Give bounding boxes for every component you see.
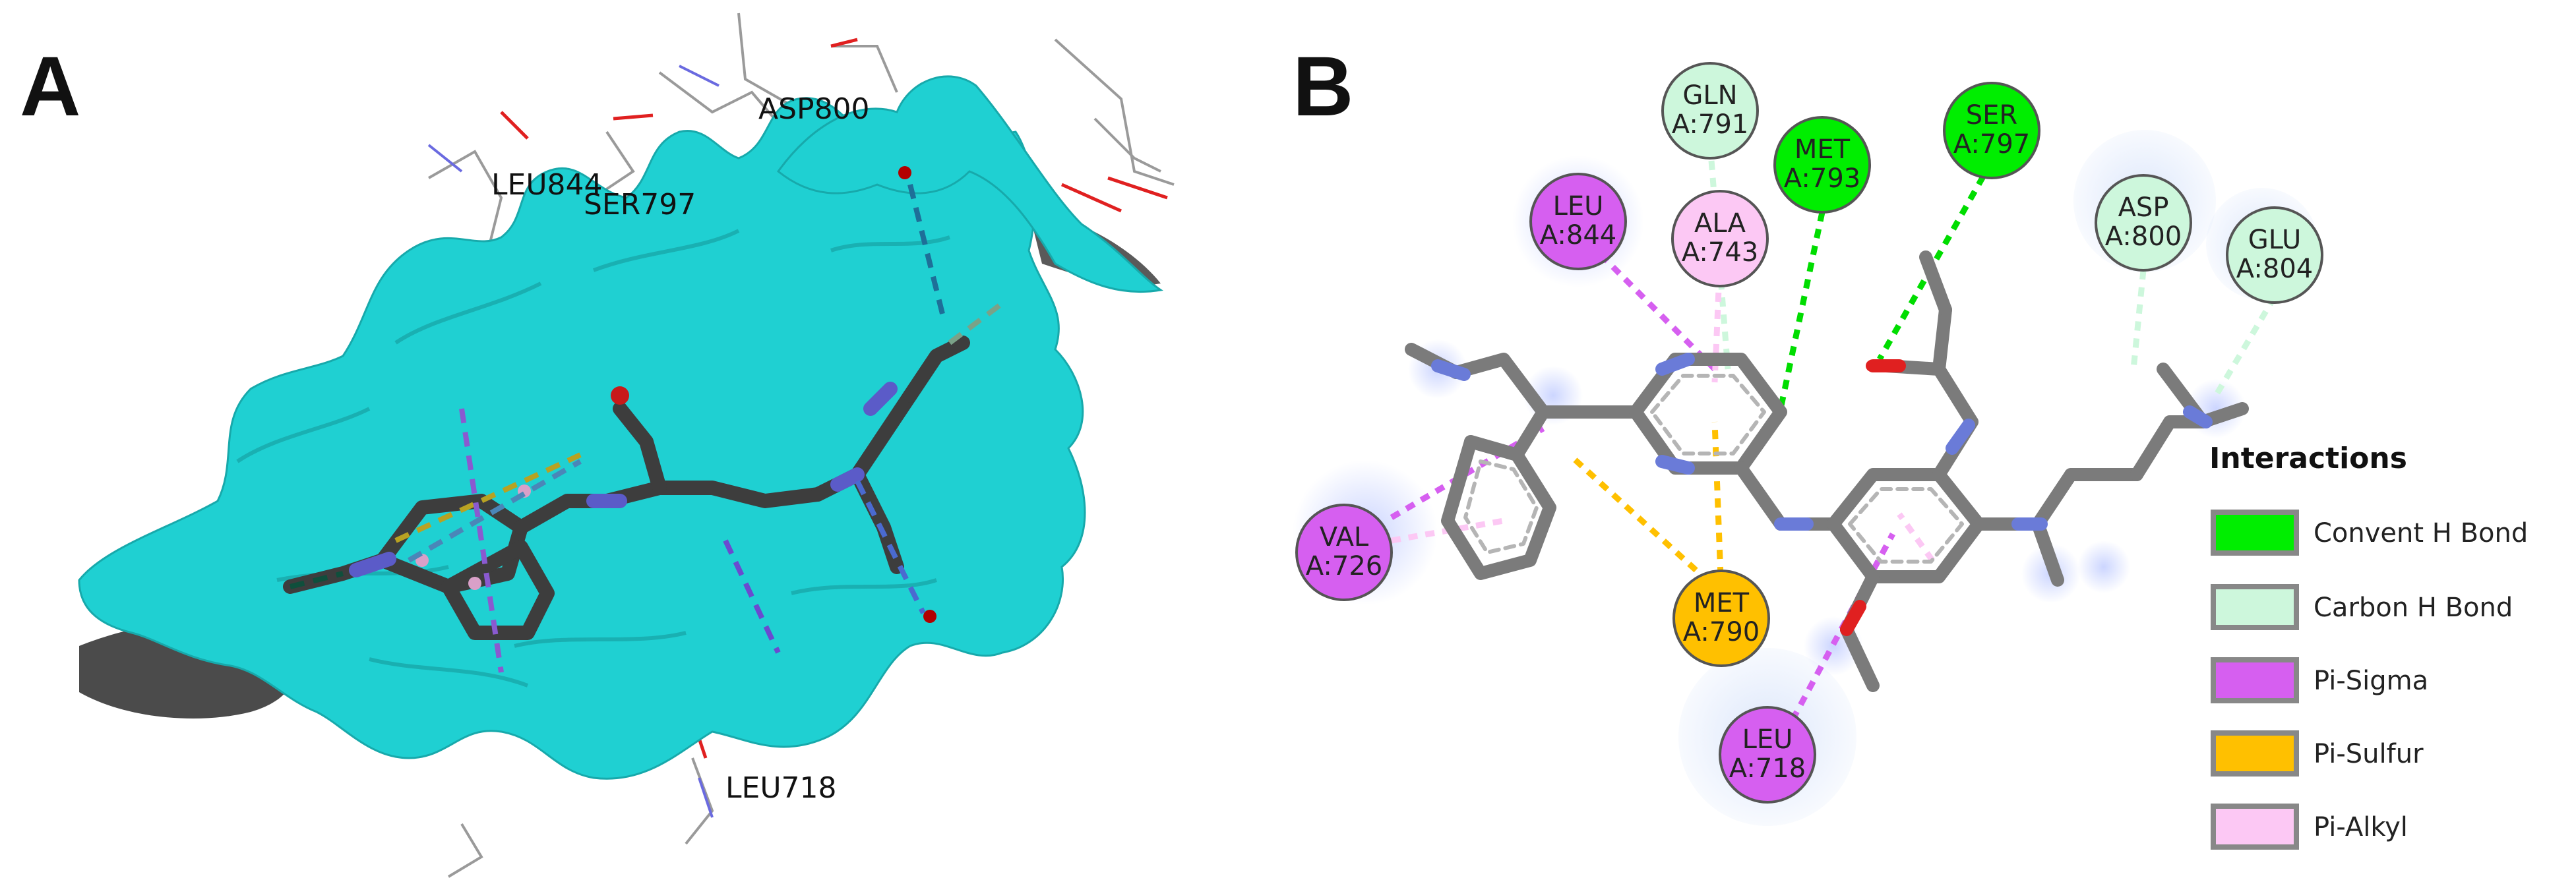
glu804-chain: A:804 bbox=[2236, 254, 2313, 284]
asp800-chain: A:800 bbox=[2105, 221, 2182, 252]
legend-item-pi-sulfur: Pi-Sulfur bbox=[2211, 730, 2424, 777]
leu844-chain: A:844 bbox=[1540, 220, 1616, 250]
residue-asp800 bbox=[2095, 174, 2192, 272]
legend-label: Convent H Bond bbox=[2314, 518, 2528, 548]
panel-a-docking-pose: A bbox=[20, 13, 1175, 878]
ala743-chain: A:743 bbox=[1682, 237, 1758, 268]
residue-val726 bbox=[1295, 504, 1393, 601]
panel-b-2d-interaction-map: B bbox=[1293, 40, 2528, 850]
met790-chain: A:790 bbox=[1683, 617, 1760, 647]
wireframe-nitrogens bbox=[427, 65, 720, 818]
surface-ridges bbox=[236, 229, 950, 688]
legend-title: Interactions bbox=[2209, 442, 2407, 475]
val726-name: VAL bbox=[1320, 522, 1369, 552]
ser797-chain: A:797 bbox=[1953, 129, 2030, 160]
panel-b-letter: B bbox=[1293, 40, 1353, 134]
legend-item-pi-sigma: Pi-Sigma bbox=[2211, 657, 2428, 703]
legend-swatch bbox=[2216, 515, 2294, 550]
ligand-sticks bbox=[283, 336, 970, 640]
legend-label: Carbon H Bond bbox=[2314, 593, 2513, 623]
legend-label: Pi-Sulfur bbox=[2314, 739, 2424, 769]
met793-name: MET bbox=[1794, 134, 1851, 165]
gln791-chain: A:791 bbox=[1672, 109, 1748, 140]
residue-labels: GLN A:791 MET A:793 SER A:797 LEU A:844 … bbox=[1306, 80, 2313, 784]
carbonyl-oxygen-atom bbox=[1866, 360, 1878, 372]
residue-glu804 bbox=[2226, 206, 2323, 304]
legend-label: Pi-Alkyl bbox=[2314, 812, 2408, 842]
legend-swatch bbox=[2216, 736, 2294, 771]
residue-met790 bbox=[1672, 570, 1770, 667]
interactions-legend: Interactions Convent H Bond Carbon H Bon… bbox=[2209, 442, 2528, 850]
label-leu718: LEU718 bbox=[725, 771, 837, 805]
ala743-name: ALA bbox=[1694, 208, 1746, 239]
glu804-name: GLU bbox=[2248, 225, 2302, 255]
legend-item-carbon-h-bond: Carbon H Bond bbox=[2211, 584, 2513, 630]
gln791-name: GLN bbox=[1682, 80, 1737, 111]
residue-disks bbox=[1295, 62, 2323, 804]
residue-ala743 bbox=[1671, 190, 1769, 287]
met790-name: MET bbox=[1694, 588, 1750, 618]
leu844-name: LEU bbox=[1553, 191, 1604, 221]
legend-swatch bbox=[2216, 809, 2294, 844]
ligand-2d-structure bbox=[1405, 250, 2249, 692]
residue-ser797 bbox=[1943, 82, 2040, 179]
legend-item-pi-alkyl: Pi-Alkyl bbox=[2211, 804, 2408, 850]
protein-surface bbox=[78, 97, 1086, 780]
val726-chain: A:726 bbox=[1306, 551, 1382, 581]
wireframe-oxygens bbox=[500, 38, 1168, 759]
panel-a-letter: A bbox=[20, 40, 80, 134]
legend-swatch bbox=[2216, 589, 2294, 625]
label-leu844: LEU844 bbox=[491, 168, 603, 202]
interaction-dashes bbox=[290, 184, 1004, 673]
label-asp800: ASP800 bbox=[758, 92, 870, 126]
leu718-chain: A:718 bbox=[1729, 753, 1806, 784]
residue-met793 bbox=[1773, 116, 1871, 214]
residue-gln791 bbox=[1661, 62, 1759, 160]
met793-chain: A:793 bbox=[1784, 163, 1860, 194]
legend-label: Pi-Sigma bbox=[2314, 666, 2428, 696]
ser797-name: SER bbox=[1966, 100, 2017, 131]
legend-swatch bbox=[2216, 662, 2294, 698]
asp800-name: ASP bbox=[2118, 192, 2169, 223]
residue-leu844 bbox=[1529, 173, 1627, 270]
leu718-name: LEU bbox=[1742, 724, 1793, 755]
protein-surface-top-loop bbox=[776, 75, 1163, 293]
ligand-atoms bbox=[415, 166, 936, 623]
label-ser797: SER797 bbox=[584, 188, 696, 221]
residue-leu718 bbox=[1719, 706, 1816, 804]
legend-item-convent-h-bond: Convent H Bond bbox=[2211, 510, 2528, 556]
